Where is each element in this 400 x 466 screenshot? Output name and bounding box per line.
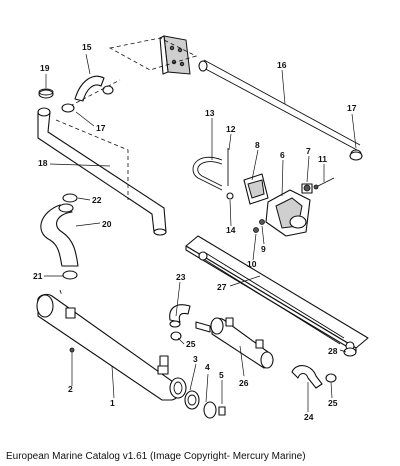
callout-6: 6 [280,150,285,160]
screw-10 [253,227,259,233]
callout-19: 19 [40,63,50,73]
callout-12: 12 [226,124,236,134]
callout-23: 23 [176,272,186,282]
gasket-4 [184,390,200,410]
callout-7: 7 [306,146,311,156]
callout-26: 26 [239,378,249,388]
clamp-28 [343,347,357,357]
pump-6 [265,189,311,237]
washer-14 [226,192,234,200]
callout-25-left: 25 [186,339,196,349]
callout-17-left: 17 [96,123,106,133]
callout-20: 20 [102,219,112,229]
sensor-11 [313,177,335,190]
callout-10: 10 [247,259,257,269]
callout-17-right: 17 [347,103,357,113]
callout-24: 24 [304,412,314,422]
cap-5 [203,401,226,419]
heat-exchanger-1 [36,289,181,401]
callout-13: 13 [205,108,215,118]
screw-9 [259,219,265,225]
callout-2: 2 [68,384,73,394]
callout-5: 5 [219,370,224,380]
pipe-18 [37,79,167,236]
callout-25-right: 25 [328,398,338,408]
mounting-bracket [108,35,198,75]
hose-24 [291,365,323,389]
hose-20 [40,203,79,267]
callout-1: 1 [110,398,115,408]
callout-16: 16 [277,60,287,70]
fitting-7 [301,183,313,194]
end-cap-3 [169,377,187,399]
callout-4: 4 [205,362,210,372]
callout-21: 21 [33,271,43,281]
cooler-26 [195,317,274,369]
callout-11: 11 [318,154,327,164]
callout-18: 18 [38,158,48,168]
hose-15 [74,75,114,102]
callout-8: 8 [255,140,260,150]
bracket-8 [243,173,269,205]
clamp-19 [38,89,54,99]
callout-labels: 15 16 17 17 18 19 20 21 22 13 12 8 6 7 1… [33,42,357,422]
clamp-25-left [170,331,182,341]
callout-15: 15 [82,42,92,52]
clamp-22 [62,193,78,203]
callout-9: 9 [261,244,266,254]
callout-28: 28 [328,346,338,356]
callout-27: 27 [217,282,227,292]
image-caption: European Marine Catalog v1.61 (Image Cop… [6,451,306,462]
oil-cooler-panel [185,235,369,353]
callout-14: 14 [226,225,236,235]
leader-lines [44,53,357,412]
hose-23 [169,304,191,328]
clamp-17-left [61,103,75,113]
clamp-21 [62,270,78,280]
clamp-17-right [349,151,363,161]
u-bolt-13 [192,156,223,191]
callout-22: 22 [92,195,102,205]
clamp-25-right [325,373,337,383]
callout-3: 3 [193,354,198,364]
pipe-16 [198,59,362,159]
